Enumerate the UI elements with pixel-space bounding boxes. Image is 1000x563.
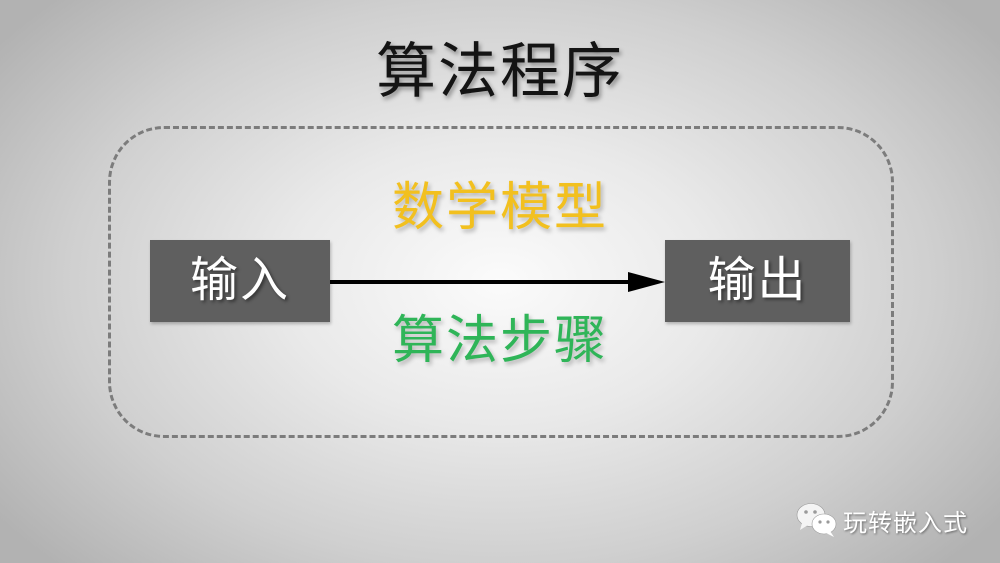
math-model-label: 数学模型 <box>391 178 608 238</box>
watermark-text: 玩转嵌入式 <box>843 508 968 537</box>
algorithm-program-frame <box>108 126 894 438</box>
input-box: 输入 <box>150 240 330 322</box>
arrow-icon <box>330 272 665 292</box>
page-title: 算法程序 <box>376 37 624 107</box>
algorithm-steps-label: 算法步骤 <box>391 311 608 371</box>
watermark: 玩转嵌入式 <box>795 500 968 540</box>
output-box: 输出 <box>665 240 850 322</box>
wechat-icon <box>796 503 837 537</box>
